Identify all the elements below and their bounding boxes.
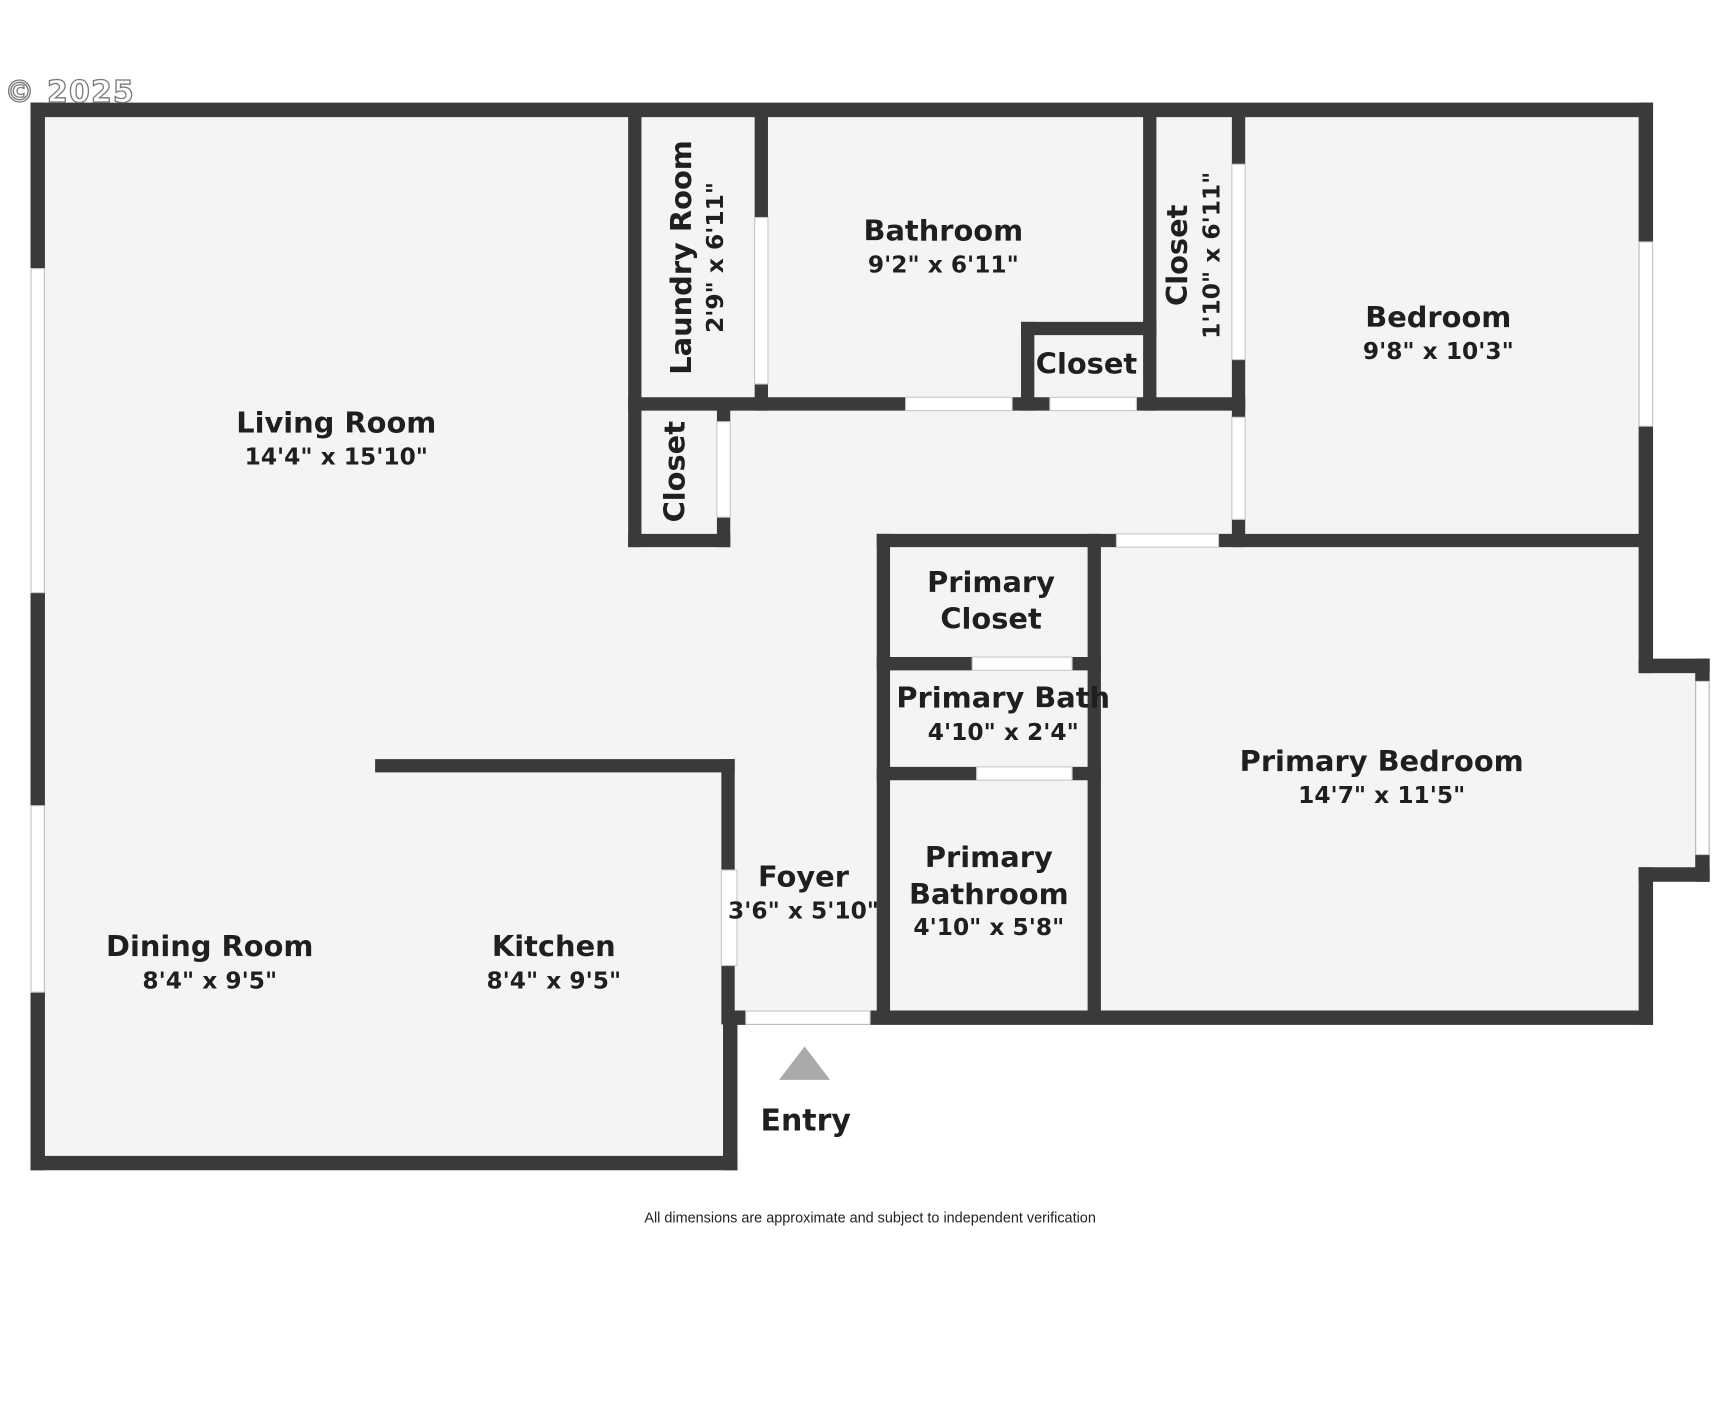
entry-label: Entry xyxy=(760,1103,851,1139)
room-dining-room: Dining Room 8'4" x 9'5" xyxy=(106,930,313,995)
room-primary-bath: Primary Bath 4'10" x 2'4" xyxy=(896,681,1110,746)
room-dims: 8'4" x 9'5" xyxy=(142,966,278,994)
room-closet-tall: Closet 1'10" x 6'11" xyxy=(1160,172,1225,339)
room-name: Kitchen xyxy=(491,930,616,964)
disclaimer-text: All dimensions are approximate and subje… xyxy=(644,1209,1096,1226)
room-primary-bathroom: Primary Bathroom 4'10" x 5'8" xyxy=(909,841,1069,942)
room-name: Laundry Room xyxy=(665,140,699,375)
room-dims: 9'2" x 6'11" xyxy=(867,250,1019,278)
room-foyer: Foyer 3'6" x 5'10" xyxy=(728,860,879,925)
room-name: Living Room xyxy=(236,406,437,441)
room-closet-hall: Closet xyxy=(658,421,694,522)
room-name: Primary Bedroom xyxy=(1239,745,1524,779)
room-bathroom: Bathroom 9'2" x 6'11" xyxy=(863,214,1023,279)
room-name-line2: Closet xyxy=(940,602,1042,636)
room-name: Closet xyxy=(658,420,693,523)
entry-arrow-icon xyxy=(779,1046,831,1080)
room-name: Closet xyxy=(1161,204,1195,306)
room-name: Closet xyxy=(1035,348,1138,382)
room-dims: 4'10" x 2'4" xyxy=(927,718,1079,745)
room-name: Primary Bath xyxy=(896,682,1111,716)
room-name-line1: Primary xyxy=(927,566,1055,600)
room-name-line2: Bathroom xyxy=(908,877,1069,912)
room-name: Bathroom xyxy=(863,214,1024,249)
room-closet-small: Closet xyxy=(1036,347,1137,383)
room-bedroom: Bedroom 9'8" x 10'3" xyxy=(1363,300,1514,365)
room-dims: 3'6" x 5'10" xyxy=(728,896,879,924)
room-dims: 14'4" x 15'10" xyxy=(244,442,428,470)
room-dims: 2'9" x 6'11" xyxy=(701,182,729,333)
room-dims: 14'7" x 11'5" xyxy=(1298,781,1466,809)
room-primary-closet: Primary Closet xyxy=(927,565,1055,637)
floor-plan xyxy=(30,102,1710,1171)
room-name-line1: Primary xyxy=(924,841,1053,875)
room-name: Dining Room xyxy=(106,930,314,964)
room-dims: 9'8" x 10'3" xyxy=(1362,337,1514,365)
openings xyxy=(30,163,1710,1025)
copyright-watermark: © 2025 xyxy=(4,75,135,111)
room-dims: 8'4" x 9'5" xyxy=(486,966,622,994)
room-dims: 1'10" x 6'11" xyxy=(1197,171,1225,339)
room-living-room: Living Room 14'4" x 15'10" xyxy=(236,406,436,471)
floor-area xyxy=(37,109,1703,1164)
room-name: Foyer xyxy=(757,860,849,895)
room-laundry-room: Laundry Room 2'9" x 6'11" xyxy=(664,140,729,375)
room-dims: 4'10" x 5'8" xyxy=(913,913,1065,941)
room-kitchen: Kitchen 8'4" x 9'5" xyxy=(486,930,621,995)
room-primary-bedroom: Primary Bedroom 14'7" x 11'5" xyxy=(1240,744,1524,809)
room-name: Bedroom xyxy=(1365,301,1512,335)
